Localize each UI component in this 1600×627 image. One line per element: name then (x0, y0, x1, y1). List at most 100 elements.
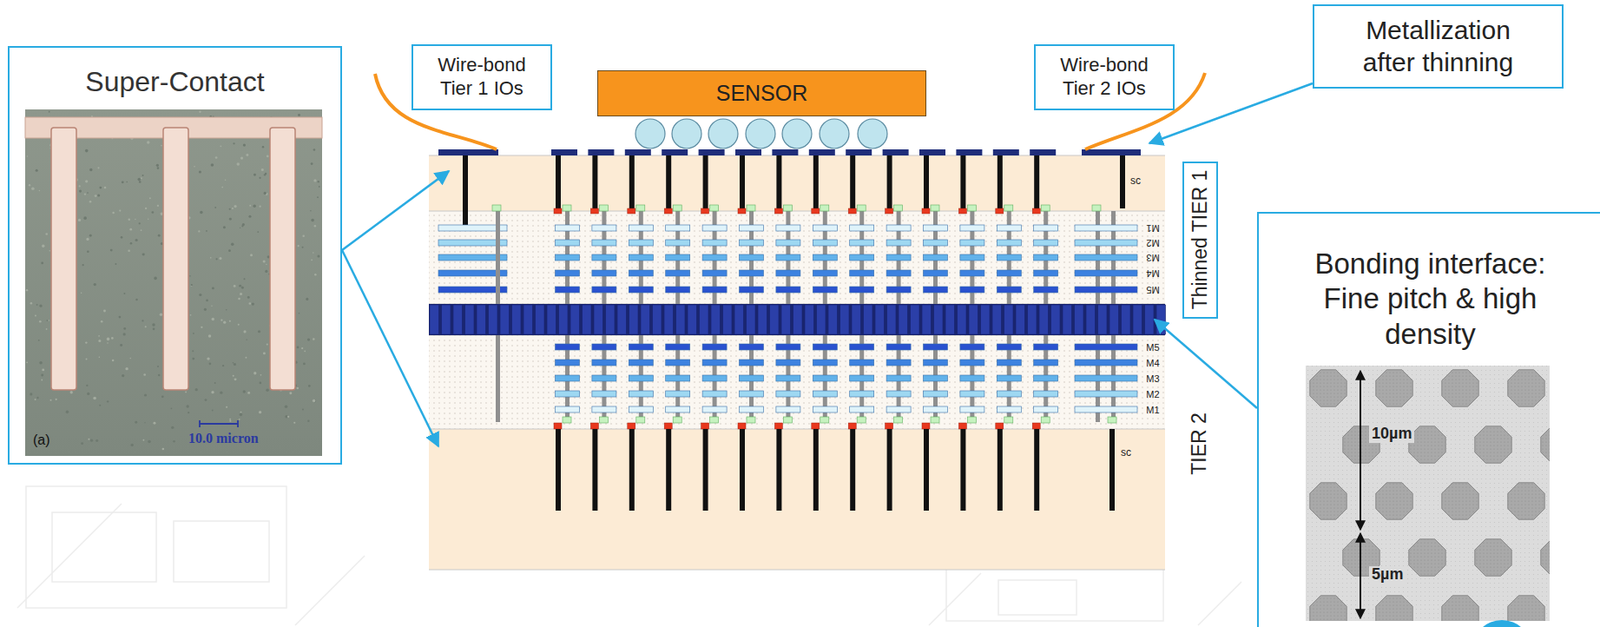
grain (189, 275, 191, 277)
metal-line (776, 269, 801, 277)
metal-line (739, 390, 764, 397)
metal-level-label: M4 (1145, 267, 1159, 278)
grain (223, 225, 226, 229)
bonding-pad (804, 304, 815, 335)
metal-line (702, 224, 727, 231)
bond-pad (1310, 482, 1347, 520)
grain (134, 218, 136, 220)
metal-line (592, 269, 617, 277)
via-landing (783, 204, 792, 211)
grain (127, 250, 130, 252)
grain (258, 177, 261, 179)
grain (36, 396, 39, 399)
super-contact (887, 428, 893, 511)
layer-label: sc (1130, 175, 1141, 187)
grain (266, 154, 270, 158)
grain (199, 210, 204, 215)
node-text: Wire-bond Tier 2 IOs (1048, 53, 1161, 101)
grain (30, 302, 33, 305)
metal-level-label: M5 (1145, 341, 1159, 352)
metal-line (1074, 224, 1138, 231)
bond-pad (1409, 539, 1446, 576)
bonding-pad (441, 304, 452, 335)
contact (774, 208, 783, 214)
grain (211, 286, 215, 290)
metal-line (555, 269, 580, 277)
pad-array (1310, 369, 1550, 621)
grain (185, 404, 189, 408)
super-contact (849, 155, 856, 209)
metal-line (812, 254, 837, 261)
super-contact (739, 155, 745, 209)
grain (82, 263, 85, 266)
grain (312, 399, 317, 403)
grain (225, 309, 228, 311)
grain (137, 177, 141, 182)
grain (171, 426, 174, 429)
grain (243, 144, 246, 147)
metal-line (702, 375, 727, 382)
grain (245, 339, 247, 341)
super-contact (555, 428, 561, 511)
tier2-silicon (428, 428, 1166, 570)
metal-line (923, 286, 949, 293)
contact (737, 208, 746, 214)
metal-line (886, 390, 911, 397)
bond-pad (1474, 539, 1512, 576)
grain (252, 204, 256, 208)
grain (39, 320, 42, 323)
metal-line (849, 390, 875, 397)
bond-pad (809, 149, 836, 156)
metal-line (592, 359, 617, 366)
contact (701, 422, 710, 429)
grain (228, 249, 231, 252)
metal-line (555, 224, 580, 231)
grain (205, 230, 208, 232)
bonding-layer (428, 303, 1166, 336)
grain (298, 312, 300, 314)
contact (1032, 208, 1041, 214)
bonding-pad (968, 304, 979, 335)
grain (79, 190, 82, 193)
bonding-pad (1015, 304, 1026, 335)
grain (80, 441, 84, 445)
bonding-pad (512, 304, 522, 335)
grain (157, 166, 160, 170)
contact (553, 422, 562, 429)
grain (253, 371, 257, 375)
bonding-pad (898, 304, 909, 335)
grain (55, 398, 58, 401)
tier1-beol (428, 210, 1166, 304)
grain (152, 328, 156, 331)
grain (314, 224, 317, 227)
grain (106, 337, 111, 342)
bonding-pad (934, 304, 944, 335)
metal-line (776, 406, 801, 413)
super-contact (703, 428, 709, 511)
super-contact (629, 155, 635, 209)
metal-line (849, 269, 875, 277)
grain (98, 339, 101, 343)
grain (85, 341, 87, 343)
metal-line (886, 359, 911, 366)
metal-line (960, 390, 985, 397)
metal-line (1033, 269, 1059, 277)
bonding-pad (851, 304, 862, 335)
grain (289, 391, 292, 395)
grain (151, 210, 155, 214)
grain (297, 244, 300, 247)
grain (87, 438, 90, 441)
bonding-pad (676, 304, 686, 335)
grain (230, 243, 235, 247)
metal-line (923, 269, 949, 277)
contact (811, 208, 820, 214)
contact (590, 422, 599, 429)
grain (149, 197, 152, 199)
grain (249, 204, 251, 207)
grain (287, 415, 290, 418)
metal-line (628, 269, 653, 277)
metal-line (812, 224, 837, 231)
grain (195, 388, 198, 391)
grain (296, 387, 300, 390)
grain (100, 320, 104, 323)
